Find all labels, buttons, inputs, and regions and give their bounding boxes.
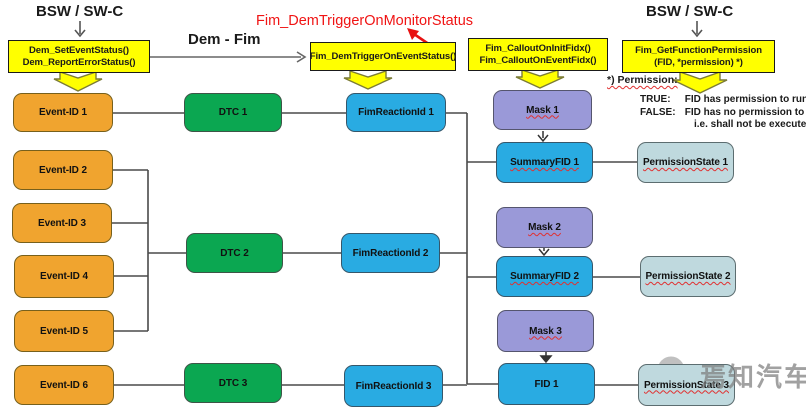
event-id-6-box: Event-ID 6 [14, 365, 114, 405]
node-label: SummaryFID 2 [510, 271, 579, 282]
permissionstate-3-box: PermissionState 3 [638, 364, 735, 406]
node-label: PermissionState 2 [645, 271, 731, 282]
false-text: FID has no permission to run, [684, 107, 806, 118]
event-id-2-box: Event-ID 2 [13, 150, 113, 190]
bsw-swc-header-left: BSW / SW-C [36, 3, 124, 20]
fimreactionid-2-box: FimReactionId 2 [341, 233, 440, 273]
permission-false-row: FALSE: FID has no permission to run, [640, 107, 806, 118]
fbox-line: (FID, *permission) *) [654, 56, 743, 68]
node-label: DTC 1 [218, 107, 248, 118]
red-annotation-text: Fim_DemTriggerOnMonitorStatus [256, 13, 474, 29]
node-label: Mask 2 [528, 222, 561, 233]
node-label: SummaryFID 1 [510, 157, 579, 168]
fbox-line: Fim_GetFunctionPermission [635, 44, 762, 56]
node-label: PermissionState 3 [643, 379, 729, 391]
mask3-down-arrow [539, 352, 553, 364]
permissionstate-1-box: PermissionState 1 [637, 142, 734, 183]
dem-seteventstatus-box: Dem_SetEventStatus() Dem_ReportErrorStat… [8, 40, 150, 73]
node-label: Event-ID 1 [39, 107, 87, 118]
node-label: FID 1 [534, 378, 559, 390]
mask-3-box: Mask 3 [497, 310, 594, 352]
node-label: Event-ID 6 [40, 379, 88, 391]
node-label: FimReactionId 2 [352, 247, 429, 259]
bsw-swc-header-right: BSW / SW-C [646, 3, 734, 20]
permission-true-row: TRUE: FID has permission to run [640, 94, 806, 105]
event-id-4-box: Event-ID 4 [14, 255, 114, 298]
fbox-line: Dem_SetEventStatus() [29, 44, 129, 56]
dtc-2-box: DTC 2 [186, 233, 283, 273]
block-arrow-fim-getperm [672, 71, 728, 94]
bsw-right-down-arrow [691, 21, 703, 38]
fid-1-box: FID 1 [498, 363, 595, 405]
fbox-line: Fim_CalloutOnInitFidx() [485, 42, 591, 54]
mask1-down-arrow [537, 131, 549, 143]
permission-footnote-label: *) Permission: [607, 74, 678, 86]
true-key: TRUE: [640, 94, 671, 105]
event-id-3-box: Event-ID 3 [12, 203, 112, 243]
fim-demtriggeroneventstatus-box: Fim_DemTriggerOnEventStatus() [310, 42, 456, 71]
node-label: FimReactionId 1 [358, 107, 434, 118]
fbox-line: Dem_ReportErrorStatus() [22, 56, 136, 68]
node-label: Mask 1 [526, 104, 559, 116]
mask-2-box: Mask 2 [496, 207, 593, 248]
node-label: DTC 3 [218, 377, 248, 389]
node-label: Event-ID 4 [40, 271, 88, 282]
dem-fim-label: Dem - Fim [188, 31, 261, 48]
block-arrow-fim-callout [515, 69, 565, 89]
block-arrow-fim-trigger [343, 70, 393, 90]
fimreactionid-1-box: FimReactionId 1 [346, 93, 446, 132]
node-label: Event-ID 3 [38, 217, 86, 229]
event-id-1-box: Event-ID 1 [13, 93, 113, 132]
node-label: DTC 2 [220, 247, 249, 259]
watermark-text: 焉知汽车 [700, 362, 806, 392]
mask-1-box: Mask 1 [493, 90, 592, 130]
true-text: FID has permission to run [684, 94, 806, 105]
mask2-down-arrow [538, 248, 550, 257]
false-key: FALSE: [640, 107, 676, 118]
node-label: PermissionState 1 [642, 157, 728, 168]
summaryfid-1-box: SummaryFID 1 [496, 142, 593, 183]
bsw-left-down-arrow [74, 21, 86, 38]
fbox-line: Fim_CalloutOnEventFidx() [479, 54, 597, 66]
node-label: FimReactionId 3 [355, 380, 432, 392]
event-id-5-box: Event-ID 5 [14, 310, 114, 352]
fim-getfunctionpermission-box: Fim_GetFunctionPermission (FID, *permiss… [622, 40, 775, 73]
summaryfid-2-box: SummaryFID 2 [496, 256, 593, 297]
permissionstate-2-box: PermissionState 2 [640, 256, 736, 297]
node-label: Mask 3 [529, 325, 562, 337]
fbox-line: Fim_DemTriggerOnEventStatus() [309, 50, 457, 62]
node-label: Event-ID 5 [40, 325, 88, 337]
connector-lines [112, 112, 640, 386]
dtc-3-box: DTC 3 [184, 363, 282, 403]
dtc-1-box: DTC 1 [184, 93, 282, 132]
fimreactionid-3-box: FimReactionId 3 [344, 365, 443, 407]
permission-false-row2: i.e. shall not be executed [694, 119, 806, 130]
block-arrow-dem-set [53, 71, 103, 92]
dem-fim-arrow [150, 51, 307, 63]
node-label: Event-ID 2 [39, 164, 87, 176]
fim-callout-box: Fim_CalloutOnInitFidx() Fim_CalloutOnEve… [468, 38, 608, 71]
